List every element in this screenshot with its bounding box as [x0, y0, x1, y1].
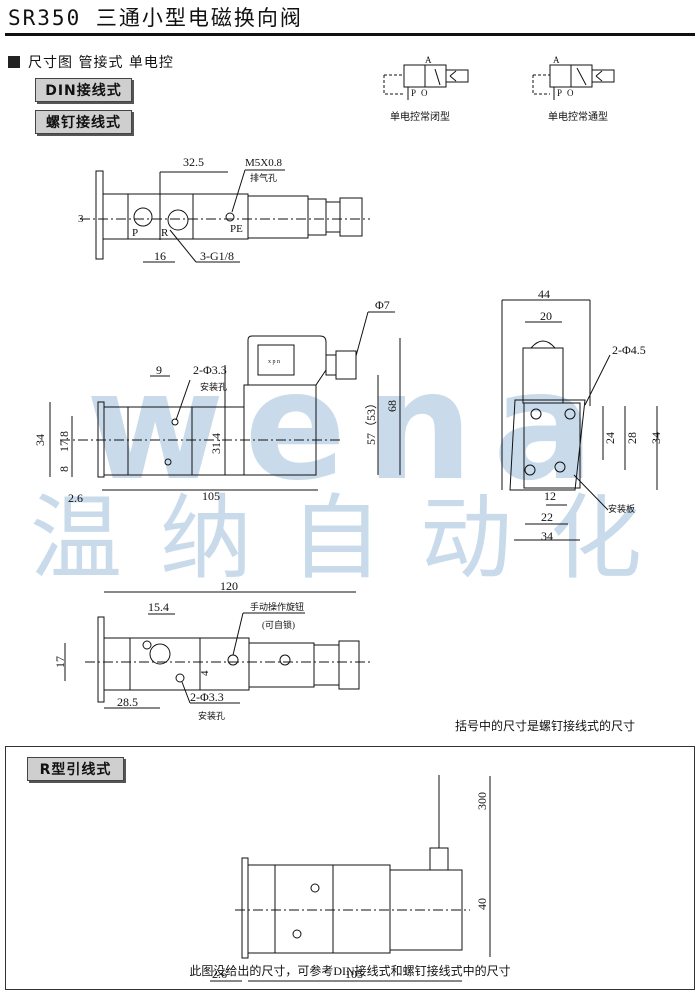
r-type-panel	[5, 746, 695, 990]
dim-120: 120	[220, 579, 238, 593]
bottom-view-drawing: 120 15.4 手动操作旋钮 (可自锁) 17 4 28.5 2-Φ3.3 安…	[53, 579, 372, 721]
dim-3: 3	[78, 213, 84, 225]
top-view-drawing: 32.5 M5X0.8 排气孔 3 P R PE 16 3-G1/8	[78, 155, 370, 263]
symbol-label: 单电控常闭型	[390, 110, 450, 123]
plug-label: x p n	[268, 359, 280, 365]
dim-34: 34	[649, 432, 663, 444]
tag-screw: 螺钉接线式	[35, 110, 132, 134]
port-a: A	[425, 55, 432, 65]
dim-12: 12	[544, 489, 556, 503]
dim-2-6: 2.6	[68, 491, 83, 505]
label-ports: 3-G1/8	[200, 249, 234, 263]
label-holes: 安装孔	[200, 381, 227, 392]
watermark-latin: wena	[86, 340, 614, 514]
label-holes: 安装孔	[198, 710, 225, 721]
label-exhaust: 排气孔	[250, 172, 277, 183]
label-lock: (可自锁)	[262, 619, 295, 630]
symbol-normally-open: A P O 单电控常通型	[532, 55, 615, 123]
dim-22: 22	[541, 510, 553, 524]
label-plate: 安装板	[608, 503, 635, 514]
side-view-drawing: x p n Φ7 9 2-Φ3.3 安装孔 34 17.8 8 31.4 57（…	[33, 298, 401, 505]
dim-thread: M5X0.8	[245, 157, 282, 169]
dim-28-5: 28.5	[117, 695, 138, 709]
dim-17-8: 17.8	[57, 431, 71, 452]
tag-din: DIN接线式	[35, 78, 132, 102]
dim-9: 9	[156, 363, 162, 377]
dim-8: 8	[57, 466, 71, 472]
bullet-square-icon	[8, 56, 20, 68]
dim-16: 16	[154, 249, 166, 263]
section-heading: 尺寸图 管接式 单电控	[8, 52, 174, 72]
symbol-label: 单电控常通型	[548, 110, 608, 123]
watermark-cn: 温纳自动化	[30, 485, 680, 592]
label-pe: PE	[230, 223, 243, 235]
port-a: A	[553, 55, 560, 65]
dim-15-4: 15.4	[148, 600, 169, 614]
port-p: P	[557, 88, 562, 98]
r-view-drawing: 300 40 2.6 105	[210, 775, 491, 982]
dim-34b: 34	[541, 529, 553, 543]
dim-34: 34	[33, 434, 47, 446]
dim-57: 57（53）	[364, 397, 378, 445]
dim-31-4: 31.4	[209, 433, 223, 454]
dim-68: 68	[385, 400, 399, 412]
dim-24: 24	[603, 432, 617, 444]
dim-holes: 2-Φ4.5	[612, 343, 646, 357]
dim-28: 28	[625, 432, 639, 444]
section-label: 尺寸图 管接式 单电控	[28, 55, 174, 71]
note-brackets: 括号中的尺寸是螺钉接线式的尺寸	[455, 718, 635, 733]
port-p: P	[411, 88, 416, 98]
page-title: SR350 三通小型电磁换向阀	[8, 6, 303, 30]
label-manual: 手动操作旋钮	[250, 601, 304, 612]
dim-holes: 2-Φ3.3	[190, 690, 224, 704]
label-p: P	[132, 227, 138, 239]
symbol-normally-closed: A P O 单电控常闭型	[383, 55, 469, 123]
dim-holes: 2-Φ3.3	[193, 363, 227, 377]
dim-17: 17	[53, 656, 67, 668]
dim-4: 4	[199, 670, 211, 676]
title-rule	[5, 33, 695, 36]
dim-20: 20	[540, 309, 552, 323]
dim-44: 44	[538, 287, 550, 301]
dim-2-6: 2.6	[212, 967, 227, 981]
end-view-drawing: 44 20 2-Φ4.5 24 28 34 12 22 34 安装板	[501, 287, 663, 543]
label-r: R	[161, 227, 169, 239]
dim-300: 300	[475, 792, 489, 810]
dim-40: 40	[475, 898, 489, 910]
dim-105: 105	[345, 967, 363, 981]
dim-32-5: 32.5	[183, 155, 204, 169]
tag-r-type: R型引线式	[27, 757, 124, 781]
port-o: O	[567, 88, 574, 98]
dim-105: 105	[202, 489, 220, 503]
dim-phi7: Φ7	[375, 298, 390, 312]
note-r-type: 此图没给出的尺寸，可参考DIN接线式和螺钉接线式中的尺寸	[189, 964, 511, 978]
port-o: O	[421, 88, 428, 98]
